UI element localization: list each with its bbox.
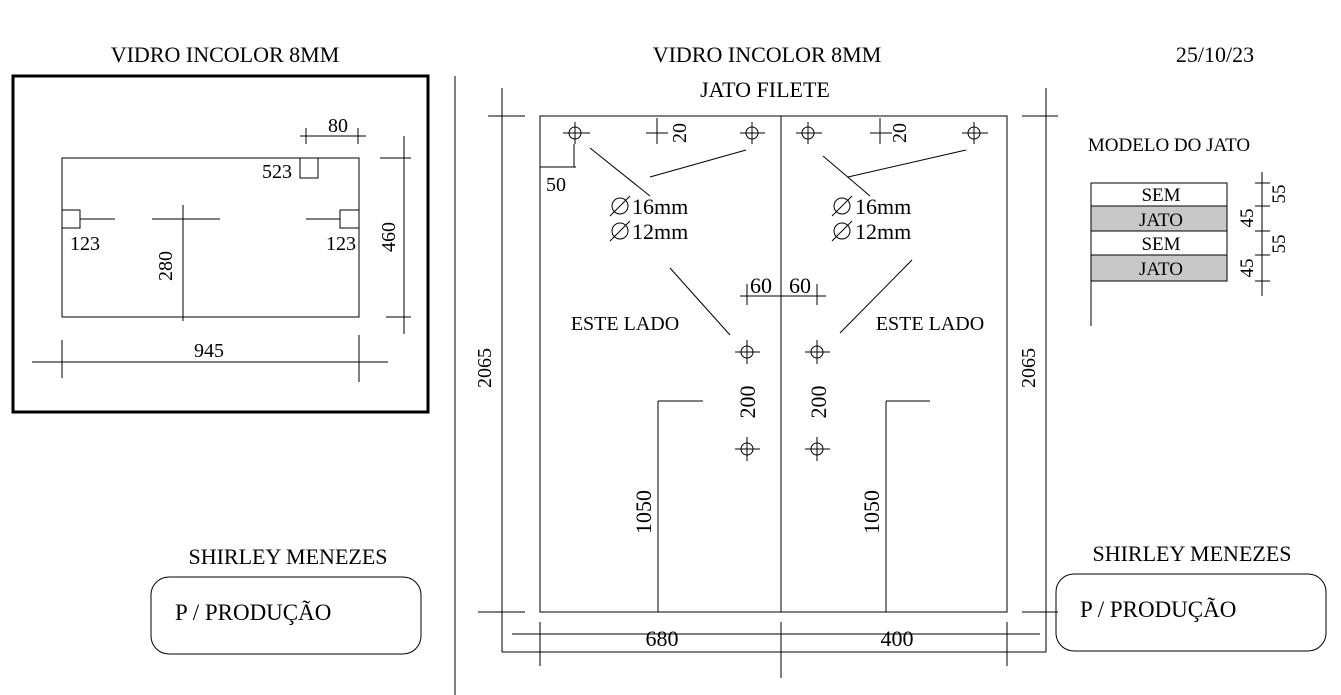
jet-row-2-label: JATO (1139, 210, 1183, 231)
svg-text:16mm: 16mm (632, 194, 688, 219)
jet-row-1-size: 55 (1269, 185, 1290, 204)
left-panel-frame (11, 74, 430, 414)
side-label-right: ESTE LADO (876, 313, 984, 335)
handle-hole-left-bottom (735, 437, 760, 461)
handle-hole-left-top (735, 340, 760, 364)
left-notch (61, 209, 81, 229)
width-label: 945 (194, 340, 224, 362)
door-outline (539, 115, 1008, 613)
handle-hole-right-bottom (805, 437, 830, 461)
top-offset-left-label: 20 (669, 123, 691, 143)
jet-row-3-size: 55 (1269, 235, 1290, 254)
jet-row-3-label: SEM (1141, 234, 1180, 255)
left-panel-title: VIDRO INCOLOR 8MM (111, 42, 340, 67)
note-right: P / PRODUÇÃO (1080, 597, 1236, 622)
jet-row-4-label: JATO (1139, 259, 1183, 280)
handle-height-right-label: 1050 (859, 490, 884, 534)
glass-piece-outline (61, 157, 360, 318)
main-panel-title: VIDRO INCOLOR 8MM (653, 42, 882, 67)
center-height-label: 280 (155, 251, 177, 281)
center-left-label: 60 (750, 273, 772, 298)
notch-offset-label: 523 (262, 161, 292, 183)
top-offset-right-label: 20 (889, 123, 911, 143)
jet-row-1-label: SEM (1141, 185, 1180, 206)
svg-text:16mm: 16mm (855, 194, 911, 219)
handle-hole-right-top (805, 340, 830, 364)
top-hole-left-2 (740, 122, 765, 144)
notch-width-label: 80 (328, 115, 348, 137)
main-panel: VIDRO INCOLOR 8MM JATO FILETE 2065 2065 … (474, 42, 1058, 678)
left-panel: VIDRO INCOLOR 8MM 80 523 123 123 280 460… (11, 42, 430, 414)
svg-text:12mm: 12mm (855, 219, 911, 244)
side-label-left: ESTE LADO (571, 313, 679, 335)
handle-height-left-label: 1050 (631, 490, 656, 534)
client-block-left: SHIRLEY MENEZES P / PRODUÇÃO (150, 544, 422, 655)
client-block-right: SHIRLEY MENEZES P / PRODUÇÃO (1055, 541, 1327, 652)
left-width-label: 680 (646, 626, 679, 651)
note-box-left (150, 576, 422, 655)
jet-row-4-size: 45 (1237, 259, 1258, 278)
height-label: 460 (378, 222, 400, 252)
edge-offset-label: 50 (546, 174, 566, 196)
jet-model-title: MODELO DO JATO (1088, 135, 1250, 156)
top-notch (299, 157, 319, 179)
hole-size-labels-left: 16mm 12mm (609, 194, 688, 244)
main-panel-subtitle: JATO FILETE (700, 77, 830, 102)
svg-text:12mm: 12mm (632, 219, 688, 244)
jet-row-3 (1090, 230, 1228, 256)
client-name-left: SHIRLEY MENEZES (188, 544, 387, 569)
note-box-right (1055, 573, 1327, 652)
client-name-right: SHIRLEY MENEZES (1092, 541, 1291, 566)
hole-size-labels-right: 16mm 12mm (831, 194, 911, 244)
height-left-label: 2065 (474, 348, 496, 388)
jet-row-2-size: 45 (1237, 209, 1258, 228)
right-notch-label: 123 (326, 233, 356, 255)
note-left: P / PRODUÇÃO (175, 600, 331, 625)
jet-row-4 (1090, 254, 1228, 282)
right-width-label: 400 (881, 626, 914, 651)
center-right-label: 60 (789, 273, 811, 298)
drawing-date: 25/10/23 (1176, 42, 1254, 67)
top-hole-right-2 (962, 122, 988, 144)
right-notch (339, 209, 360, 229)
hole-spacing-left-label: 200 (735, 386, 760, 419)
hole-spacing-right-label: 200 (806, 386, 831, 419)
height-right-label: 2065 (1018, 348, 1040, 388)
top-hole-left-1 (563, 122, 590, 144)
top-hole-right-1 (796, 122, 822, 144)
jet-row-2 (1090, 205, 1228, 232)
left-notch-label: 123 (70, 233, 100, 255)
jet-model: MODELO DO JATO SEM JATO SEM JATO 55 45 5… (1088, 135, 1290, 326)
